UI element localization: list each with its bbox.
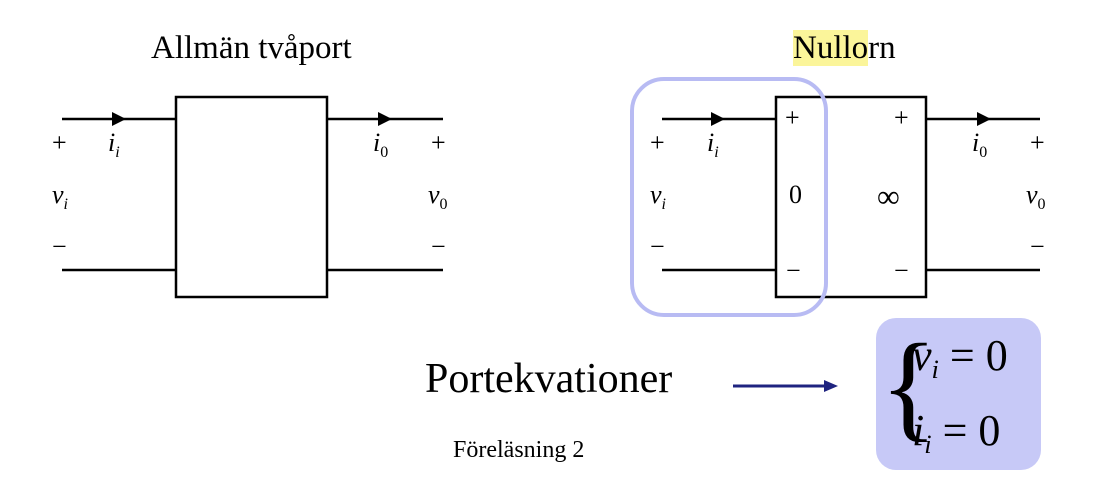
norator-plus: + [894,103,909,132]
nullor-output-current-arrow [977,112,991,126]
left-two-port [62,95,443,299]
equation-arrow-head [824,380,838,392]
left-output-current-label: i0 [373,128,389,162]
left-output-minus: − [431,232,446,261]
nullor-output-plus: + [1030,128,1045,157]
nullor-input-current-label: ii [707,128,719,162]
nullor-input-plus: + [650,128,665,157]
equation-vi: vi = 0 [912,331,1008,384]
left-output-current-arrow [378,112,392,126]
left-output-plus: + [431,128,446,157]
equation-box [876,318,1041,470]
left-input-minus: − [52,232,67,261]
nullator-value: 0 [789,180,802,209]
nullor-output-current-label: i0 [972,128,988,162]
nullor-box [774,95,928,299]
left-title: Allmän tvåport [151,30,352,66]
equation-brace: { [880,319,938,452]
left-input-current-arrow [112,112,126,126]
nullor-output-minus: − [1030,232,1045,261]
nullor-output-voltage-label: v0 [1026,180,1046,214]
nullor-input-voltage-label: vi [650,180,666,214]
norator-minus: − [894,256,909,285]
norator-value: ∞ [877,178,900,214]
left-input-voltage-label: vi [52,180,68,214]
nullor [662,95,1040,299]
right-title: Nullorn [793,30,896,67]
left-output-voltage-label: v0 [428,180,448,214]
input-port-highlight-outline [630,77,828,317]
nullor-input-minus: − [650,232,665,261]
nullor-input-current-arrow [711,112,725,126]
portekvationer-label: Portekvationer [425,356,673,402]
left-input-current-label: ii [108,128,120,162]
nullator-plus: + [785,103,800,132]
equation-ii: ii = 0 [912,406,1001,459]
left-port-box [174,95,329,299]
footer-lecture: Föreläsning 2 [453,437,585,463]
right-title-highlight: Nullo [793,30,869,66]
right-title-rest: rn [868,30,896,66]
left-input-plus: + [52,128,67,157]
nullator-minus: − [786,256,801,285]
